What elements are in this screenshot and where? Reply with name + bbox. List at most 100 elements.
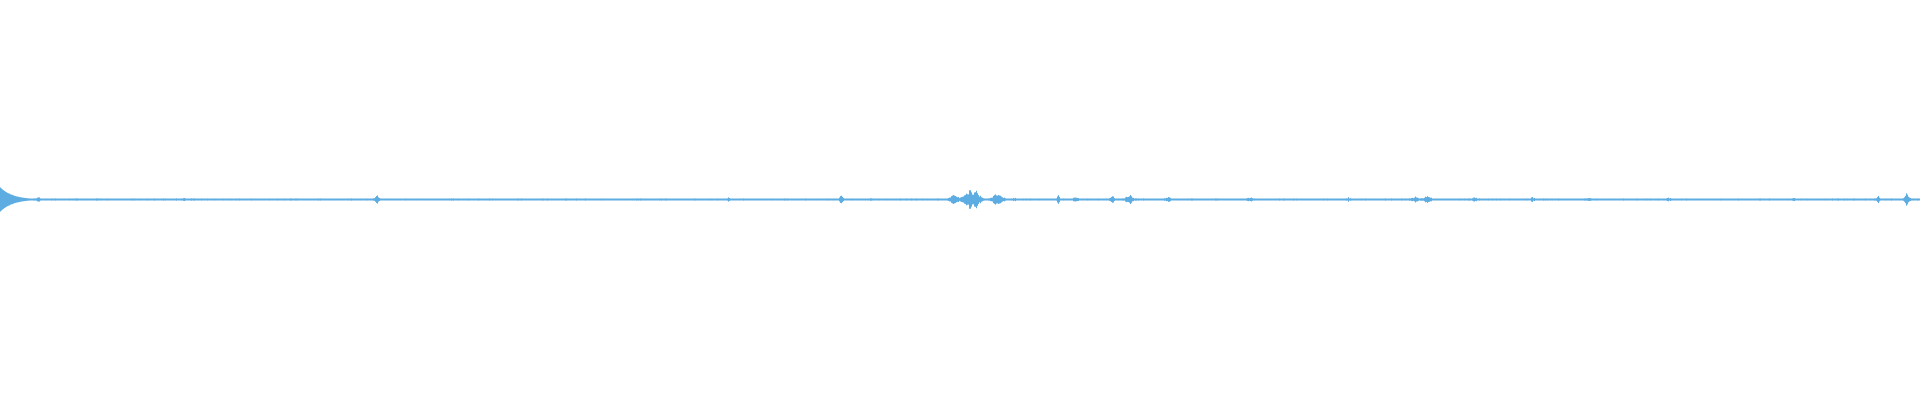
waveform-bar: [576, 198, 577, 201]
waveform-bar: [32, 198, 33, 201]
waveform-bar: [607, 198, 608, 201]
waveform-bar: [44, 198, 45, 201]
waveform-bar: [1536, 198, 1537, 201]
waveform-bar: [512, 198, 513, 201]
waveform-bar: [322, 198, 323, 201]
waveform-bar: [1648, 198, 1649, 201]
waveform-bar: [528, 198, 529, 201]
waveform-bar: [257, 198, 258, 201]
waveform-bar: [674, 198, 675, 201]
waveform-bar: [1640, 198, 1641, 201]
waveform-bar: [1865, 198, 1866, 201]
waveform-bar: [1396, 198, 1397, 201]
waveform-bar: [61, 198, 62, 201]
waveform-bar: [802, 198, 803, 201]
waveform-bar: [1741, 198, 1742, 201]
waveform-bar: [1056, 198, 1057, 201]
waveform-bar: [1551, 198, 1552, 201]
waveform-bar: [613, 198, 614, 201]
waveform-bar: [511, 198, 512, 201]
waveform-bar: [1313, 198, 1314, 201]
waveform-bar: [350, 198, 351, 201]
waveform-bar: [572, 198, 573, 201]
waveform-bar: [325, 198, 326, 201]
waveform-bar: [1877, 197, 1878, 202]
waveform-bar: [1542, 198, 1543, 201]
waveform-bar: [437, 198, 438, 201]
waveform-bar: [752, 198, 753, 201]
waveform-bar: [1590, 198, 1591, 201]
waveform-bar: [358, 198, 359, 201]
waveform-bar: [1414, 197, 1415, 202]
waveform-bar: [1851, 198, 1852, 201]
waveform-bar: [817, 198, 818, 201]
waveform-bar: [77, 198, 78, 201]
waveform-bar: [258, 198, 259, 201]
waveform-bar: [733, 198, 734, 201]
waveform-bar: [738, 198, 739, 201]
waveform-bar: [998, 195, 999, 204]
waveform-bar: [1867, 198, 1868, 201]
waveform-bar: [175, 198, 176, 201]
waveform-bar: [1555, 198, 1556, 201]
waveform-bar: [1624, 198, 1625, 201]
waveform-bar: [1366, 198, 1367, 201]
waveform-bar: [1529, 198, 1530, 201]
waveform-bar: [226, 198, 227, 201]
waveform-bar: [150, 198, 151, 201]
waveform-bar: [1909, 197, 1910, 202]
waveform-bar: [1431, 197, 1432, 202]
waveform-bar: [565, 198, 566, 201]
waveform-bar: [112, 198, 113, 201]
waveform-bar: [193, 198, 194, 201]
waveform-bar: [1661, 198, 1662, 201]
waveform-bar: [801, 198, 802, 201]
waveform-bar: [1143, 198, 1144, 201]
waveform-bar: [615, 198, 616, 201]
waveform-bar: [745, 198, 746, 201]
waveform-bar: [1359, 198, 1360, 201]
waveform-bar: [139, 198, 140, 201]
waveform-bar: [1881, 198, 1882, 201]
waveform-bar: [852, 198, 853, 201]
waveform-bar: [693, 198, 694, 201]
waveform-bar: [171, 198, 172, 201]
waveform-bar: [1724, 198, 1725, 201]
waveform-bar: [221, 198, 222, 201]
waveform-bar: [159, 198, 160, 201]
waveform-bar: [934, 198, 935, 201]
waveform-bar: [1716, 198, 1717, 201]
waveform-bar: [1731, 198, 1732, 201]
waveform-bar: [1897, 198, 1898, 201]
waveform-bar: [1816, 198, 1817, 201]
waveform-bar: [594, 198, 595, 201]
waveform-bar: [1223, 198, 1224, 201]
waveform-bar: [1063, 198, 1064, 201]
waveform-bar: [649, 198, 650, 201]
waveform-bar: [1866, 198, 1867, 201]
waveform-bar: [490, 198, 491, 201]
waveform-bar: [64, 198, 65, 201]
waveform-bar: [631, 198, 632, 201]
waveform-bar: [1890, 198, 1891, 201]
waveform-bar: [1822, 198, 1823, 201]
waveform-bar: [93, 198, 94, 201]
waveform-bar: [771, 198, 772, 201]
waveform-bar: [368, 198, 369, 201]
waveform-bar: [818, 198, 819, 201]
waveform-bar: [1790, 198, 1791, 201]
waveform-bar: [1157, 198, 1158, 201]
waveform-bar: [1688, 198, 1689, 201]
waveform-bar: [687, 198, 688, 201]
waveform-bar: [1439, 198, 1440, 201]
waveform-bar: [909, 198, 910, 201]
waveform-bar: [1674, 198, 1675, 201]
waveform-bar: [74, 198, 75, 201]
waveform-bar: [1509, 198, 1510, 201]
waveform-bar: [581, 198, 582, 201]
waveform-bar: [1232, 198, 1233, 201]
waveform-bar: [723, 198, 724, 201]
waveform-bar: [867, 198, 868, 201]
waveform-bar: [294, 198, 295, 201]
